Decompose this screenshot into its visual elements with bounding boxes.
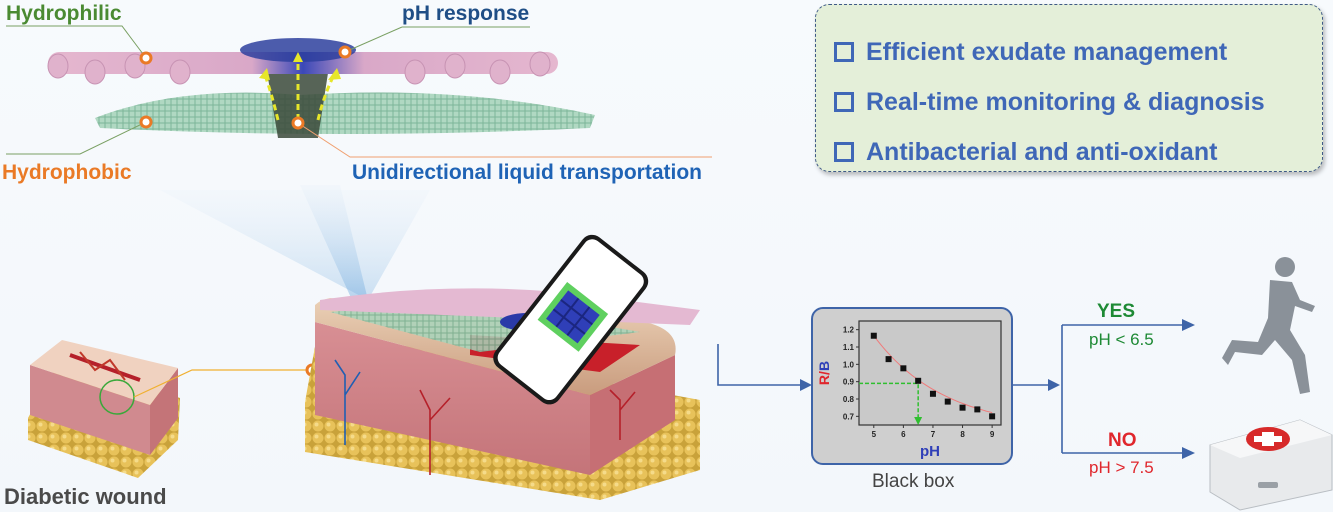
no-label: NO (1108, 430, 1137, 451)
black-box-panel: 5 6 7 8 9 0.7 0.8 0.9 1.0 1.1 1.2 R/B pH (811, 307, 1013, 465)
y-tick-label: 1.1 (843, 343, 855, 352)
y-axis-label: R/B (816, 361, 832, 385)
data-point (885, 356, 892, 363)
readout-guide (859, 382, 919, 419)
y-tick-label: 0.7 (843, 412, 855, 421)
skin-wound-illustration (305, 288, 700, 500)
ph-response-label: pH response (402, 2, 530, 25)
x-tick-label: 5 (872, 430, 877, 439)
callout-dots (139, 45, 352, 130)
feature-label: Antibacterial and anti-oxidant (866, 137, 1218, 166)
arrow-to-black-box (800, 379, 812, 391)
arrow-no (1182, 447, 1195, 459)
x-tick-label: 7 (931, 430, 936, 439)
feature-item: Real-time monitoring & diagnosis (834, 77, 1322, 127)
data-point (870, 332, 877, 339)
no-condition: pH > 7.5 (1089, 458, 1154, 477)
checkbox-square-icon (834, 42, 854, 62)
data-point (900, 365, 907, 372)
diabetic-wound-label: Diabetic wound (4, 484, 167, 509)
features-box: Efficient exudate management Real-time m… (815, 4, 1323, 172)
runner-icon (1222, 257, 1315, 394)
magnify-beam (160, 190, 430, 300)
y-tick-label: 0.8 (843, 395, 855, 404)
black-box-label: Black box (872, 471, 955, 492)
readout-arrow (914, 417, 923, 425)
x-tick-label: 8 (960, 430, 965, 439)
y-tick-label: 1.2 (843, 326, 855, 335)
y-label-b: B (816, 361, 832, 371)
data-point (944, 398, 951, 405)
y-tick-label: 0.9 (843, 378, 855, 387)
y-label-sep: / (816, 371, 832, 375)
y-tick-label: 1.0 (843, 360, 855, 369)
data-point (959, 404, 966, 411)
yes-condition: pH < 6.5 (1089, 330, 1154, 349)
fit-curve (873, 335, 993, 414)
feature-label: Efficient exudate management (866, 37, 1228, 66)
calibration-chart: 5 6 7 8 9 0.7 0.8 0.9 1.0 1.1 1.2 R/B pH (816, 320, 1002, 460)
hydrophilic-fabric-layer (47, 38, 558, 85)
data-point (974, 406, 981, 413)
arrow-yes (1182, 319, 1195, 331)
first-aid-kit-icon (1209, 419, 1333, 511)
hydrophilic-label: Hydrophilic (6, 2, 122, 25)
feature-item: Antibacterial and anti-oxidant (834, 127, 1322, 177)
data-point (915, 377, 922, 384)
checkbox-square-icon (834, 92, 854, 112)
diabetic-wound-illustration (28, 340, 180, 478)
smartphone-illustration (493, 234, 649, 405)
checkbox-square-icon (834, 142, 854, 162)
hydrophobic-mesh-layer (95, 92, 595, 134)
flow-lines (717, 324, 1182, 454)
x-tick-label: 6 (901, 430, 906, 439)
yes-label: YES (1097, 301, 1136, 322)
arrow-from-black-box (1048, 379, 1060, 391)
hydrophobic-label: Hydrophobic (2, 161, 132, 184)
x-tick-label: 9 (990, 430, 995, 439)
feature-label: Real-time monitoring & diagnosis (866, 87, 1265, 116)
data-point (929, 390, 936, 397)
feature-item: Efficient exudate management (834, 27, 1322, 77)
y-label-r: R (816, 375, 832, 385)
x-axis-label: pH (920, 443, 940, 460)
unidirectional-transport-label: Unidirectional liquid transportation (352, 161, 703, 184)
data-point (989, 413, 996, 420)
